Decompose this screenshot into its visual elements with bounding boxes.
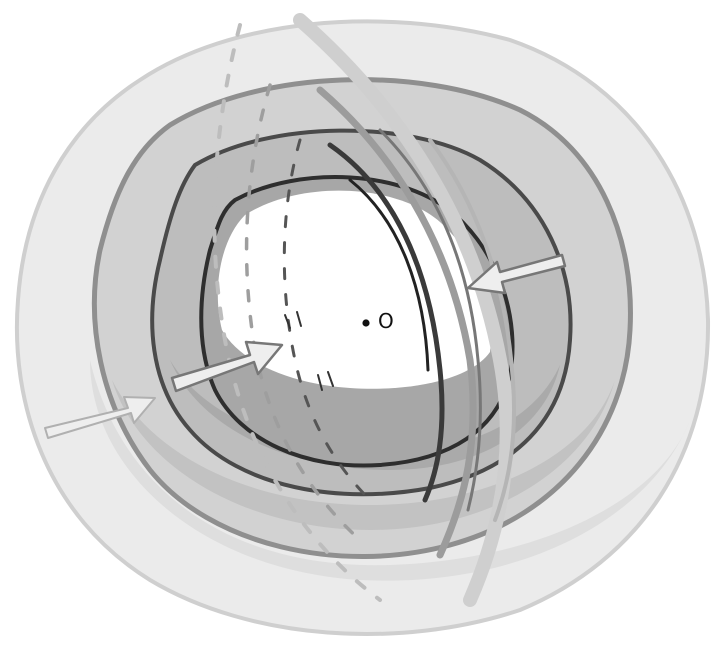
center-label: O xyxy=(378,309,394,333)
center-dot xyxy=(362,319,369,326)
